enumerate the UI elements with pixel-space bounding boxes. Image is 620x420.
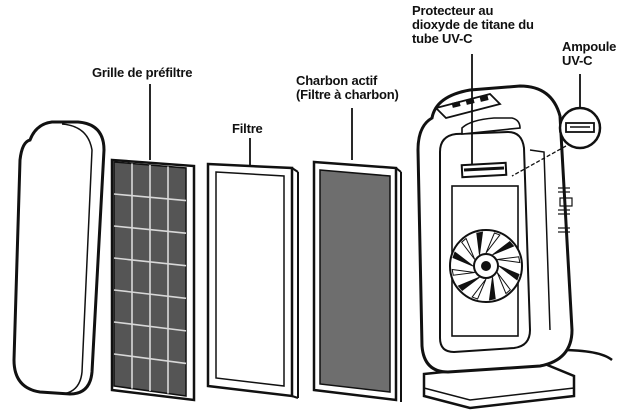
titanium-protector-label: Protecteur au dioxyde de titane du tube …: [412, 4, 534, 46]
pre-filter-grid-label: Grille de préfiltre: [92, 66, 192, 80]
titanium-protector-text-2: dioxyde de titane du: [412, 18, 534, 32]
titanium-protector-text-3: tube UV-C: [412, 32, 534, 46]
front-cover-panel: [14, 122, 104, 394]
uvc-bulb-text-2: UV-C: [562, 54, 616, 68]
carbon-filter-panel: [314, 162, 401, 402]
pre-filter-grid: [112, 160, 194, 400]
filter-label: Filtre: [232, 122, 263, 136]
uvc-bulb-text-1: Ampoule: [562, 40, 616, 54]
filter-text: Filtre: [232, 121, 263, 136]
uvc-bulb-label: Ampoule UV-C: [562, 40, 616, 68]
activated-carbon-text-2: (Filtre à charbon): [296, 88, 399, 102]
titanium-protector-text-1: Protecteur au: [412, 4, 534, 18]
pre-filter-grid-text: Grille de préfiltre: [92, 65, 192, 80]
activated-carbon-label: Charbon actif (Filtre à charbon): [296, 74, 399, 102]
activated-carbon-text-1: Charbon actif: [296, 74, 399, 88]
filter-panel: [208, 164, 298, 398]
